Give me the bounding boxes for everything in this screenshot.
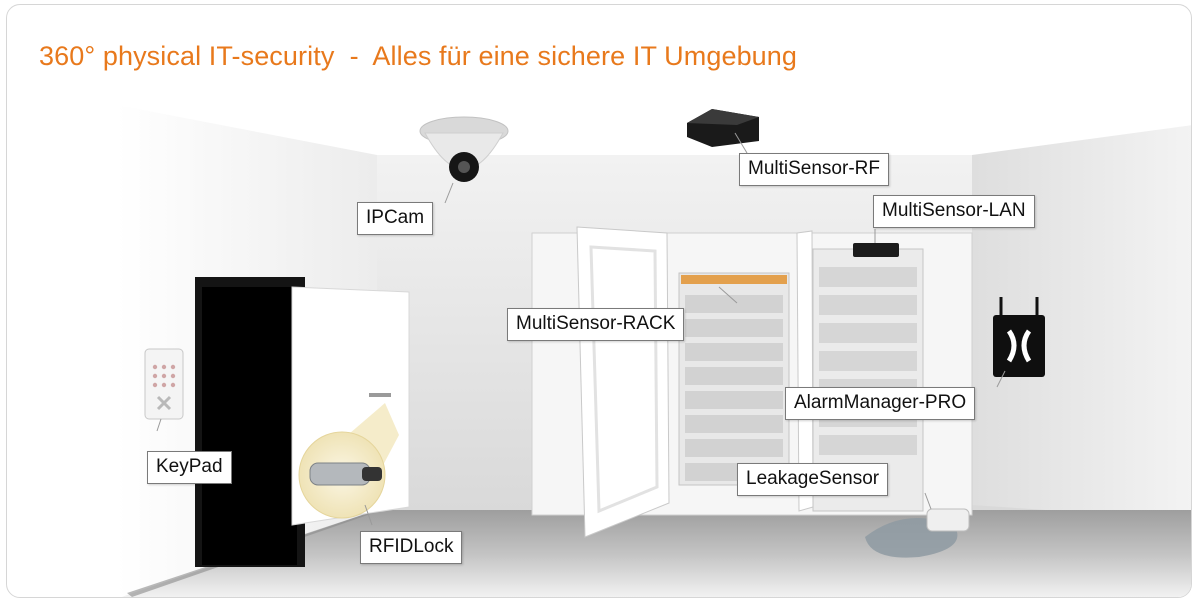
door-handle: [369, 393, 391, 397]
label-multisensor-rack: MultiSensor-RACK: [507, 308, 685, 341]
right-rack-units: [819, 267, 917, 455]
label-leakage-sensor: LeakageSensor: [737, 463, 889, 496]
multisensor-lan-device: [853, 243, 899, 257]
label-pointers: [156, 132, 1006, 526]
door-dark-passage: [202, 287, 297, 565]
alarmmanager-logo: [1006, 329, 1032, 363]
multisensor-rf-top: [687, 109, 759, 125]
label-ipcam: IPCam: [357, 202, 434, 235]
label-rfid-lock: RFIDLock: [360, 531, 463, 564]
keypad-logo: [156, 395, 172, 411]
page-title: 360° physical IT-security - Alles für ei…: [39, 41, 798, 71]
rfid-lock-cylinder: [309, 462, 371, 486]
label-multisensor-rf: MultiSensor-RF: [739, 153, 889, 186]
label-alarmmanager-pro: AlarmManager-PRO: [785, 387, 976, 420]
label-multisensor-lan: MultiSensor-LAN: [873, 195, 1035, 228]
rfid-lock-knob: [362, 467, 382, 481]
label-keypad: KeyPad: [147, 451, 232, 484]
multisensor-rack-device: [681, 275, 787, 284]
alarmmanager-device: [993, 315, 1045, 377]
cabinet-door-left: [576, 226, 670, 538]
ceiling: [117, 85, 1191, 155]
diagram-frame: 360° physical IT-security - Alles für ei…: [6, 4, 1192, 598]
room-scene: [117, 85, 1191, 597]
cabinet-door-left-panel: [589, 245, 659, 514]
leakage-sensor-device: [926, 508, 970, 532]
keypad-buttons: [152, 364, 176, 388]
ipcam-lens-glint: [458, 161, 470, 173]
